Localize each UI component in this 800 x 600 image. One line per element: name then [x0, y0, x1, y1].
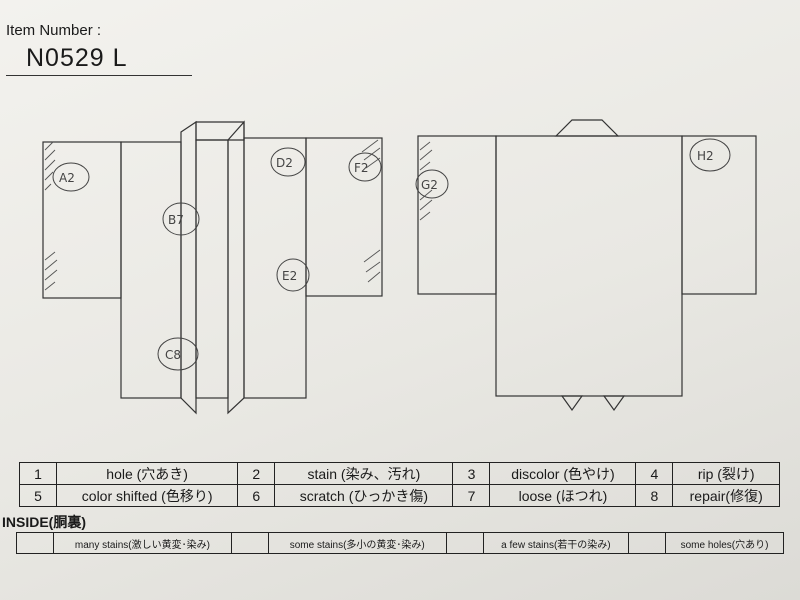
inside-label-some-holes: some holes(穴あり) [665, 532, 784, 554]
front-right-sleeve [305, 137, 383, 297]
mark-b7: B7 [168, 213, 184, 227]
front-left-collar [180, 120, 197, 415]
item-number-underline [6, 75, 192, 76]
legend-label: hole (穴あき) [55, 462, 239, 485]
inside-condition-table: many stains(激しい黄変･染み) some stains(多小の黄変･… [16, 532, 784, 554]
legend-row: 1 hole (穴あき) 2 stain (染み、汚れ) 3 discolor … [19, 462, 780, 485]
item-number-value: N0529 L [26, 44, 128, 72]
legend-row: 5 color shifted (色移り) 6 scratch (ひっかき傷) … [19, 484, 780, 507]
inside-label-few-stains: a few stains(若干の染み) [482, 532, 630, 554]
mark-a2: A2 [59, 171, 75, 185]
back-right-sleeve [681, 135, 757, 295]
legend-label: repair(修復) [672, 484, 780, 507]
legend-num: 1 [19, 462, 57, 485]
inside-row: many stains(激しい黄変･染み) some stains(多小の黄変･… [16, 532, 784, 554]
mark-h2: H2 [697, 149, 714, 163]
legend-label: stain (染み、汚れ) [274, 462, 454, 485]
back-hem-right-notch [602, 395, 626, 412]
mark-e2: E2 [282, 269, 297, 283]
mark-g2: G2 [421, 178, 438, 192]
back-left-sleeve [417, 135, 497, 295]
front-right-panel [243, 137, 307, 399]
damage-legend-table: 1 hole (穴あき) 2 stain (染み、汚れ) 3 discolor … [19, 462, 780, 507]
back-collar [554, 119, 620, 137]
legend-num: 3 [452, 462, 491, 485]
back-hem-left-notch [560, 395, 584, 412]
damage-hatching [44, 139, 433, 291]
legend-label: loose (ほつれ) [489, 484, 637, 507]
inside-checkbox[interactable] [628, 532, 667, 554]
legend-label: color shifted (色移り) [55, 484, 239, 507]
mark-c8: C8 [165, 348, 181, 362]
front-collar-band [195, 139, 229, 399]
legend-num: 7 [452, 484, 491, 507]
legend-label: scratch (ひっかき傷) [274, 484, 454, 507]
front-right-collar [227, 120, 245, 415]
legend-label: discolor (色やけ) [489, 462, 637, 485]
mark-d2: D2 [276, 156, 293, 170]
inside-label-many-stains: many stains(激しい黄変･染み) [53, 532, 232, 554]
legend-num: 5 [19, 484, 57, 507]
back-body [495, 135, 683, 397]
legend-label: rip (裂け) [672, 462, 780, 485]
mark-f2: F2 [354, 161, 369, 175]
legend-num: 4 [635, 462, 674, 485]
inside-checkbox[interactable] [445, 532, 484, 554]
inside-section-title: INSIDE(胴裏) [2, 514, 86, 530]
legend-num: 8 [635, 484, 674, 507]
legend-num: 6 [237, 484, 276, 507]
inside-checkbox[interactable] [16, 532, 54, 554]
item-number-label: Item Number : [6, 22, 102, 39]
inside-checkbox[interactable] [230, 532, 269, 554]
legend-num: 2 [237, 462, 276, 485]
inside-label-some-stains: some stains(多小の黄変･染み) [267, 532, 447, 554]
